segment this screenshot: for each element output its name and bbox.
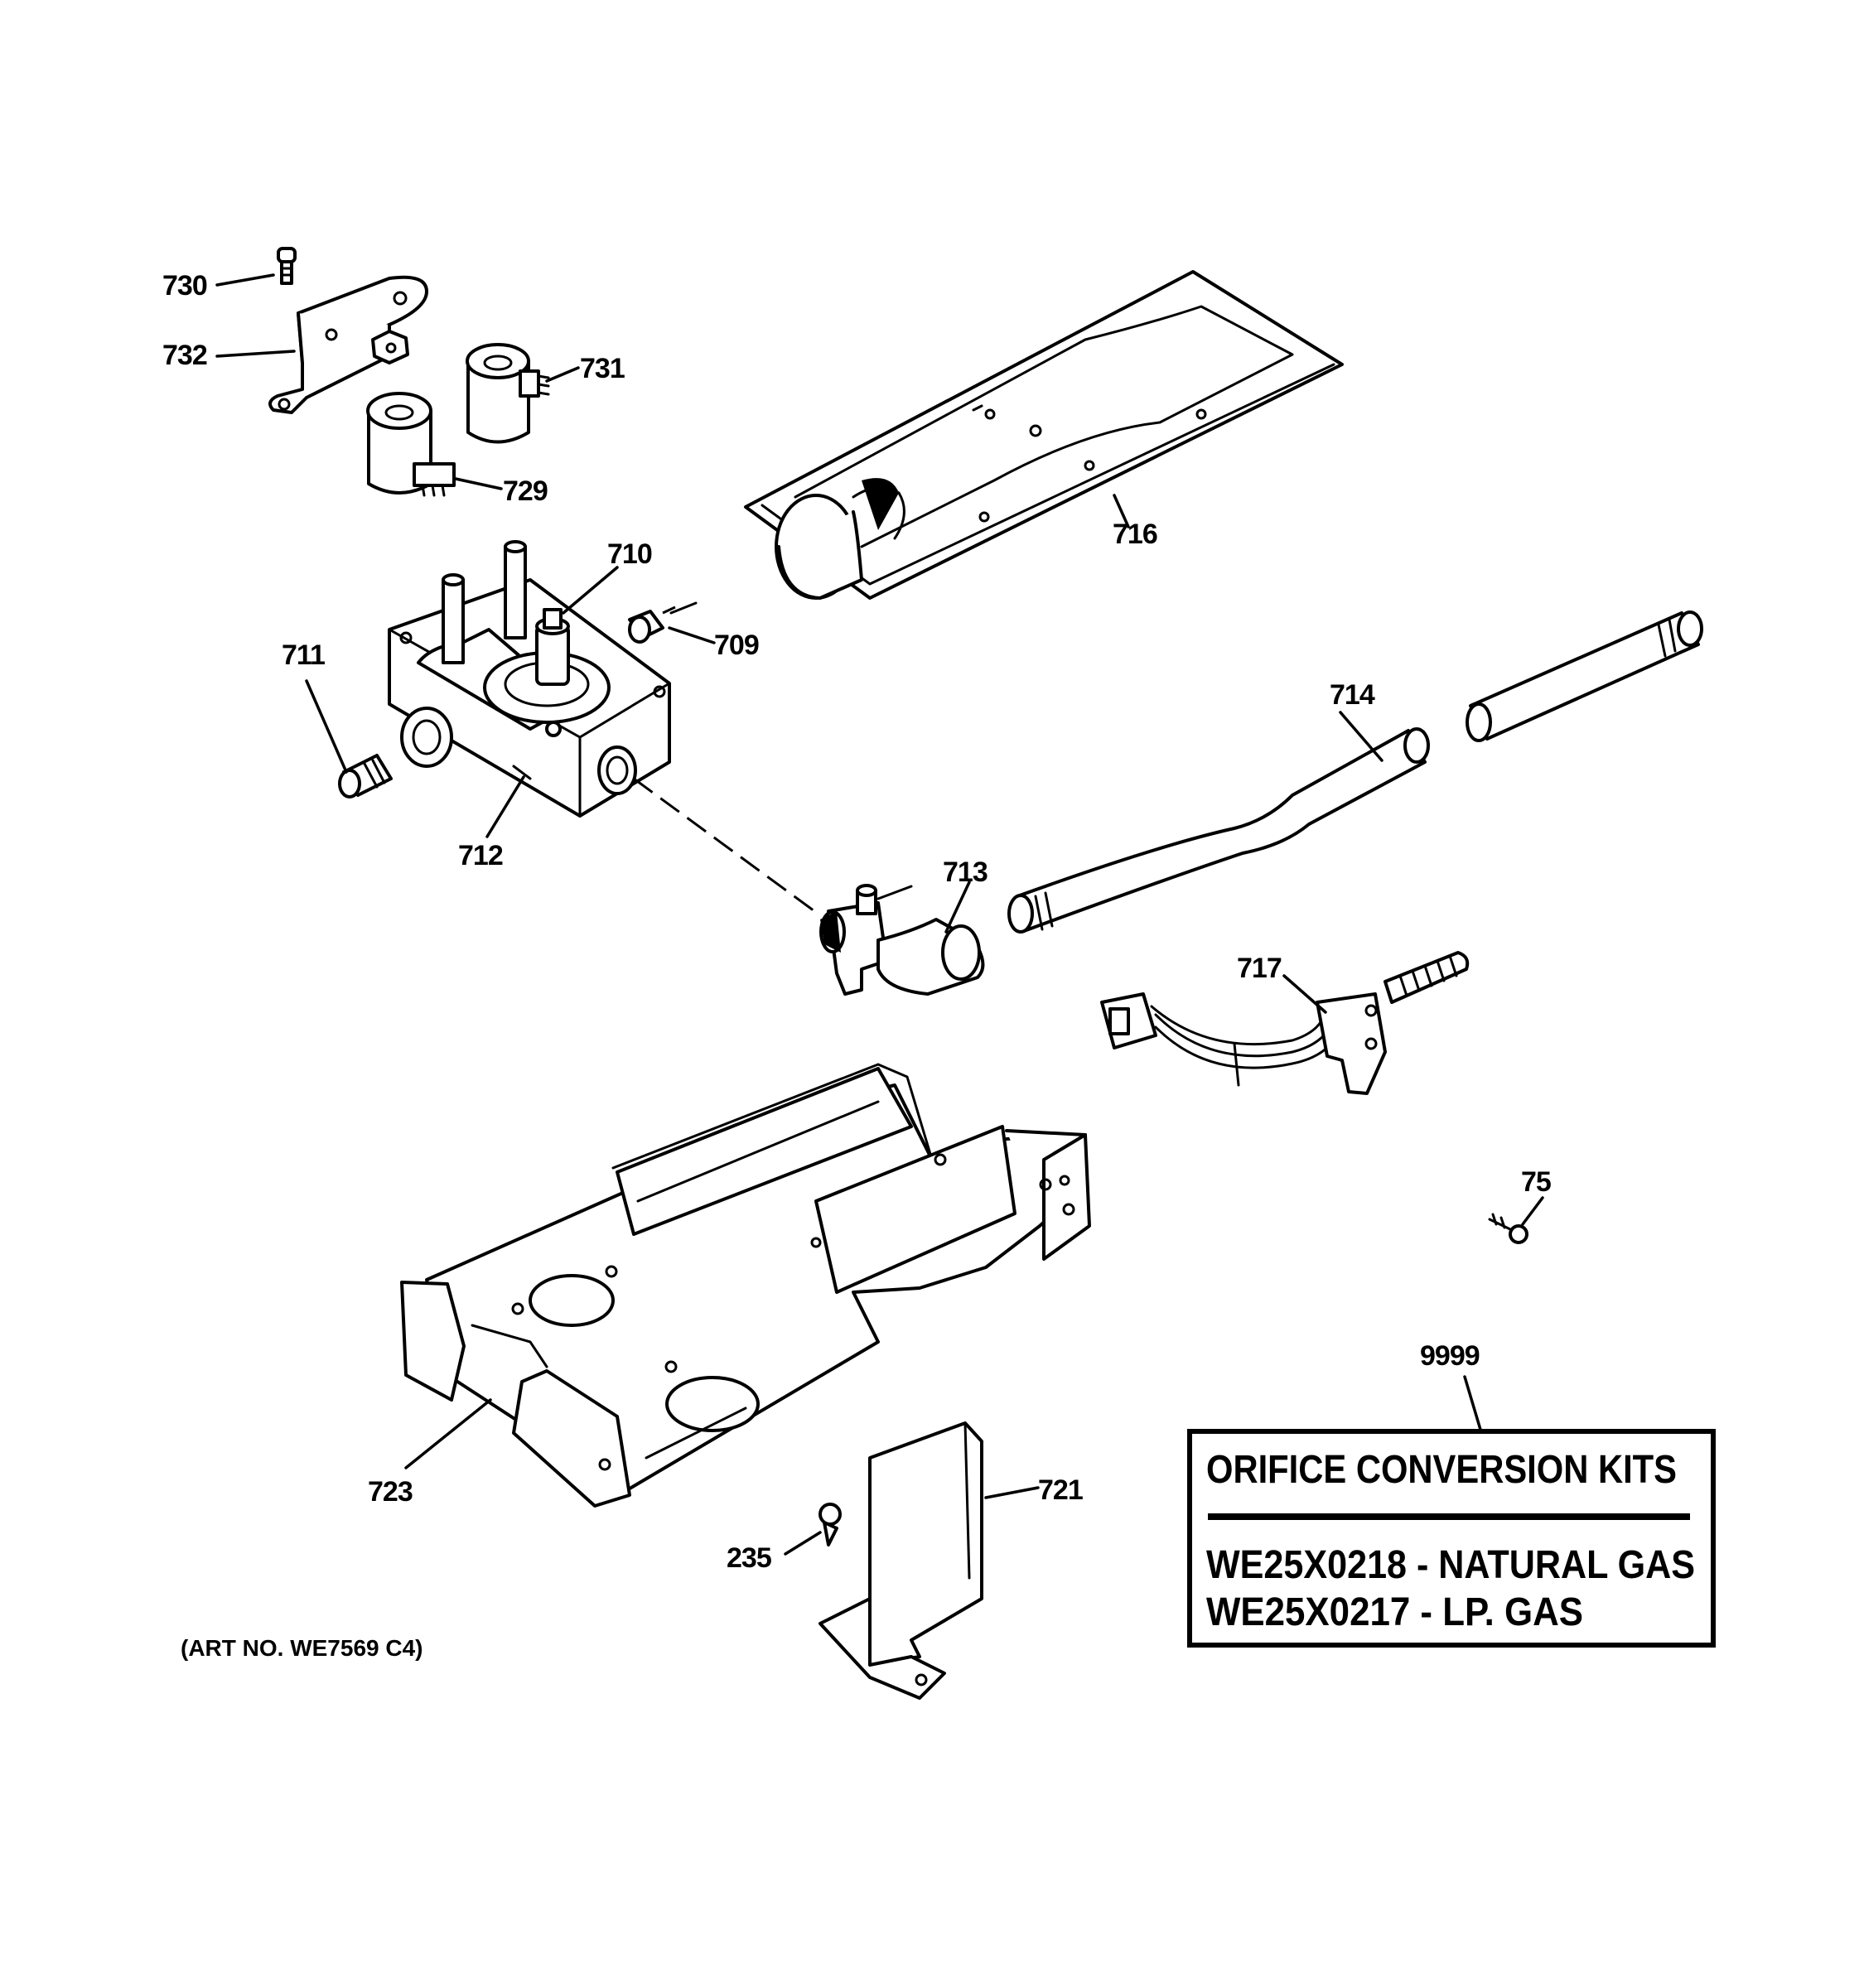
label-710: 710: [607, 538, 652, 570]
part-721-shield: [819, 1421, 983, 1700]
label-713: 713: [943, 856, 988, 888]
art-number: (ART NO. WE7569 C4): [181, 1635, 423, 1661]
part-732-bracket: [268, 275, 428, 414]
part-717-igniter: [1100, 951, 1470, 1095]
part-714-gas-pipe: [1007, 610, 1703, 934]
assembly-line-709: [662, 606, 676, 615]
label-716: 716: [1113, 519, 1157, 550]
label-235: 235: [727, 1542, 771, 1574]
part-75-screw: [1488, 1213, 1528, 1244]
label-75: 75: [1521, 1166, 1551, 1198]
label-709: 709: [714, 630, 759, 661]
part-731-coil: [466, 343, 550, 444]
callout-labels: 730 732 731 729 710 709 711 712 716 714 …: [162, 270, 1552, 1574]
part-716-burner: [744, 270, 1344, 600]
part-723-bracket: [400, 1063, 1091, 1508]
kit-box-line-natural-gas: WE25X0218 - NATURAL GAS: [1206, 1543, 1695, 1587]
part-709-fitting: [628, 601, 698, 644]
label-9999: 9999: [1420, 1340, 1480, 1372]
label-723: 723: [368, 1476, 413, 1508]
label-717: 717: [1237, 953, 1282, 984]
label-711: 711: [282, 639, 325, 671]
part-729-coil: [366, 392, 456, 497]
orifice-kit-box: ORIFICE CONVERSION KITS WE25X0218 - NATU…: [1187, 1429, 1716, 1648]
part-730-screw: [277, 247, 297, 285]
assembly-line: [633, 777, 821, 917]
label-729: 729: [503, 475, 548, 507]
label-730: 730: [162, 270, 207, 302]
label-732: 732: [162, 340, 207, 371]
kit-box-line-lp-gas: WE25X0217 - LP. GAS: [1206, 1590, 1583, 1634]
part-235-screw: [819, 1503, 842, 1546]
label-714: 714: [1330, 679, 1375, 711]
part-712-gas-valve: [388, 540, 671, 818]
kit-box-title: ORIFICE CONVERSION KITS: [1206, 1448, 1677, 1492]
label-731: 731: [580, 353, 625, 384]
label-712: 712: [458, 840, 503, 871]
label-721: 721: [1038, 1474, 1083, 1506]
part-711-plug: [338, 754, 393, 799]
leader-lines: [215, 273, 1544, 1556]
part-713-orifice: [819, 884, 985, 996]
